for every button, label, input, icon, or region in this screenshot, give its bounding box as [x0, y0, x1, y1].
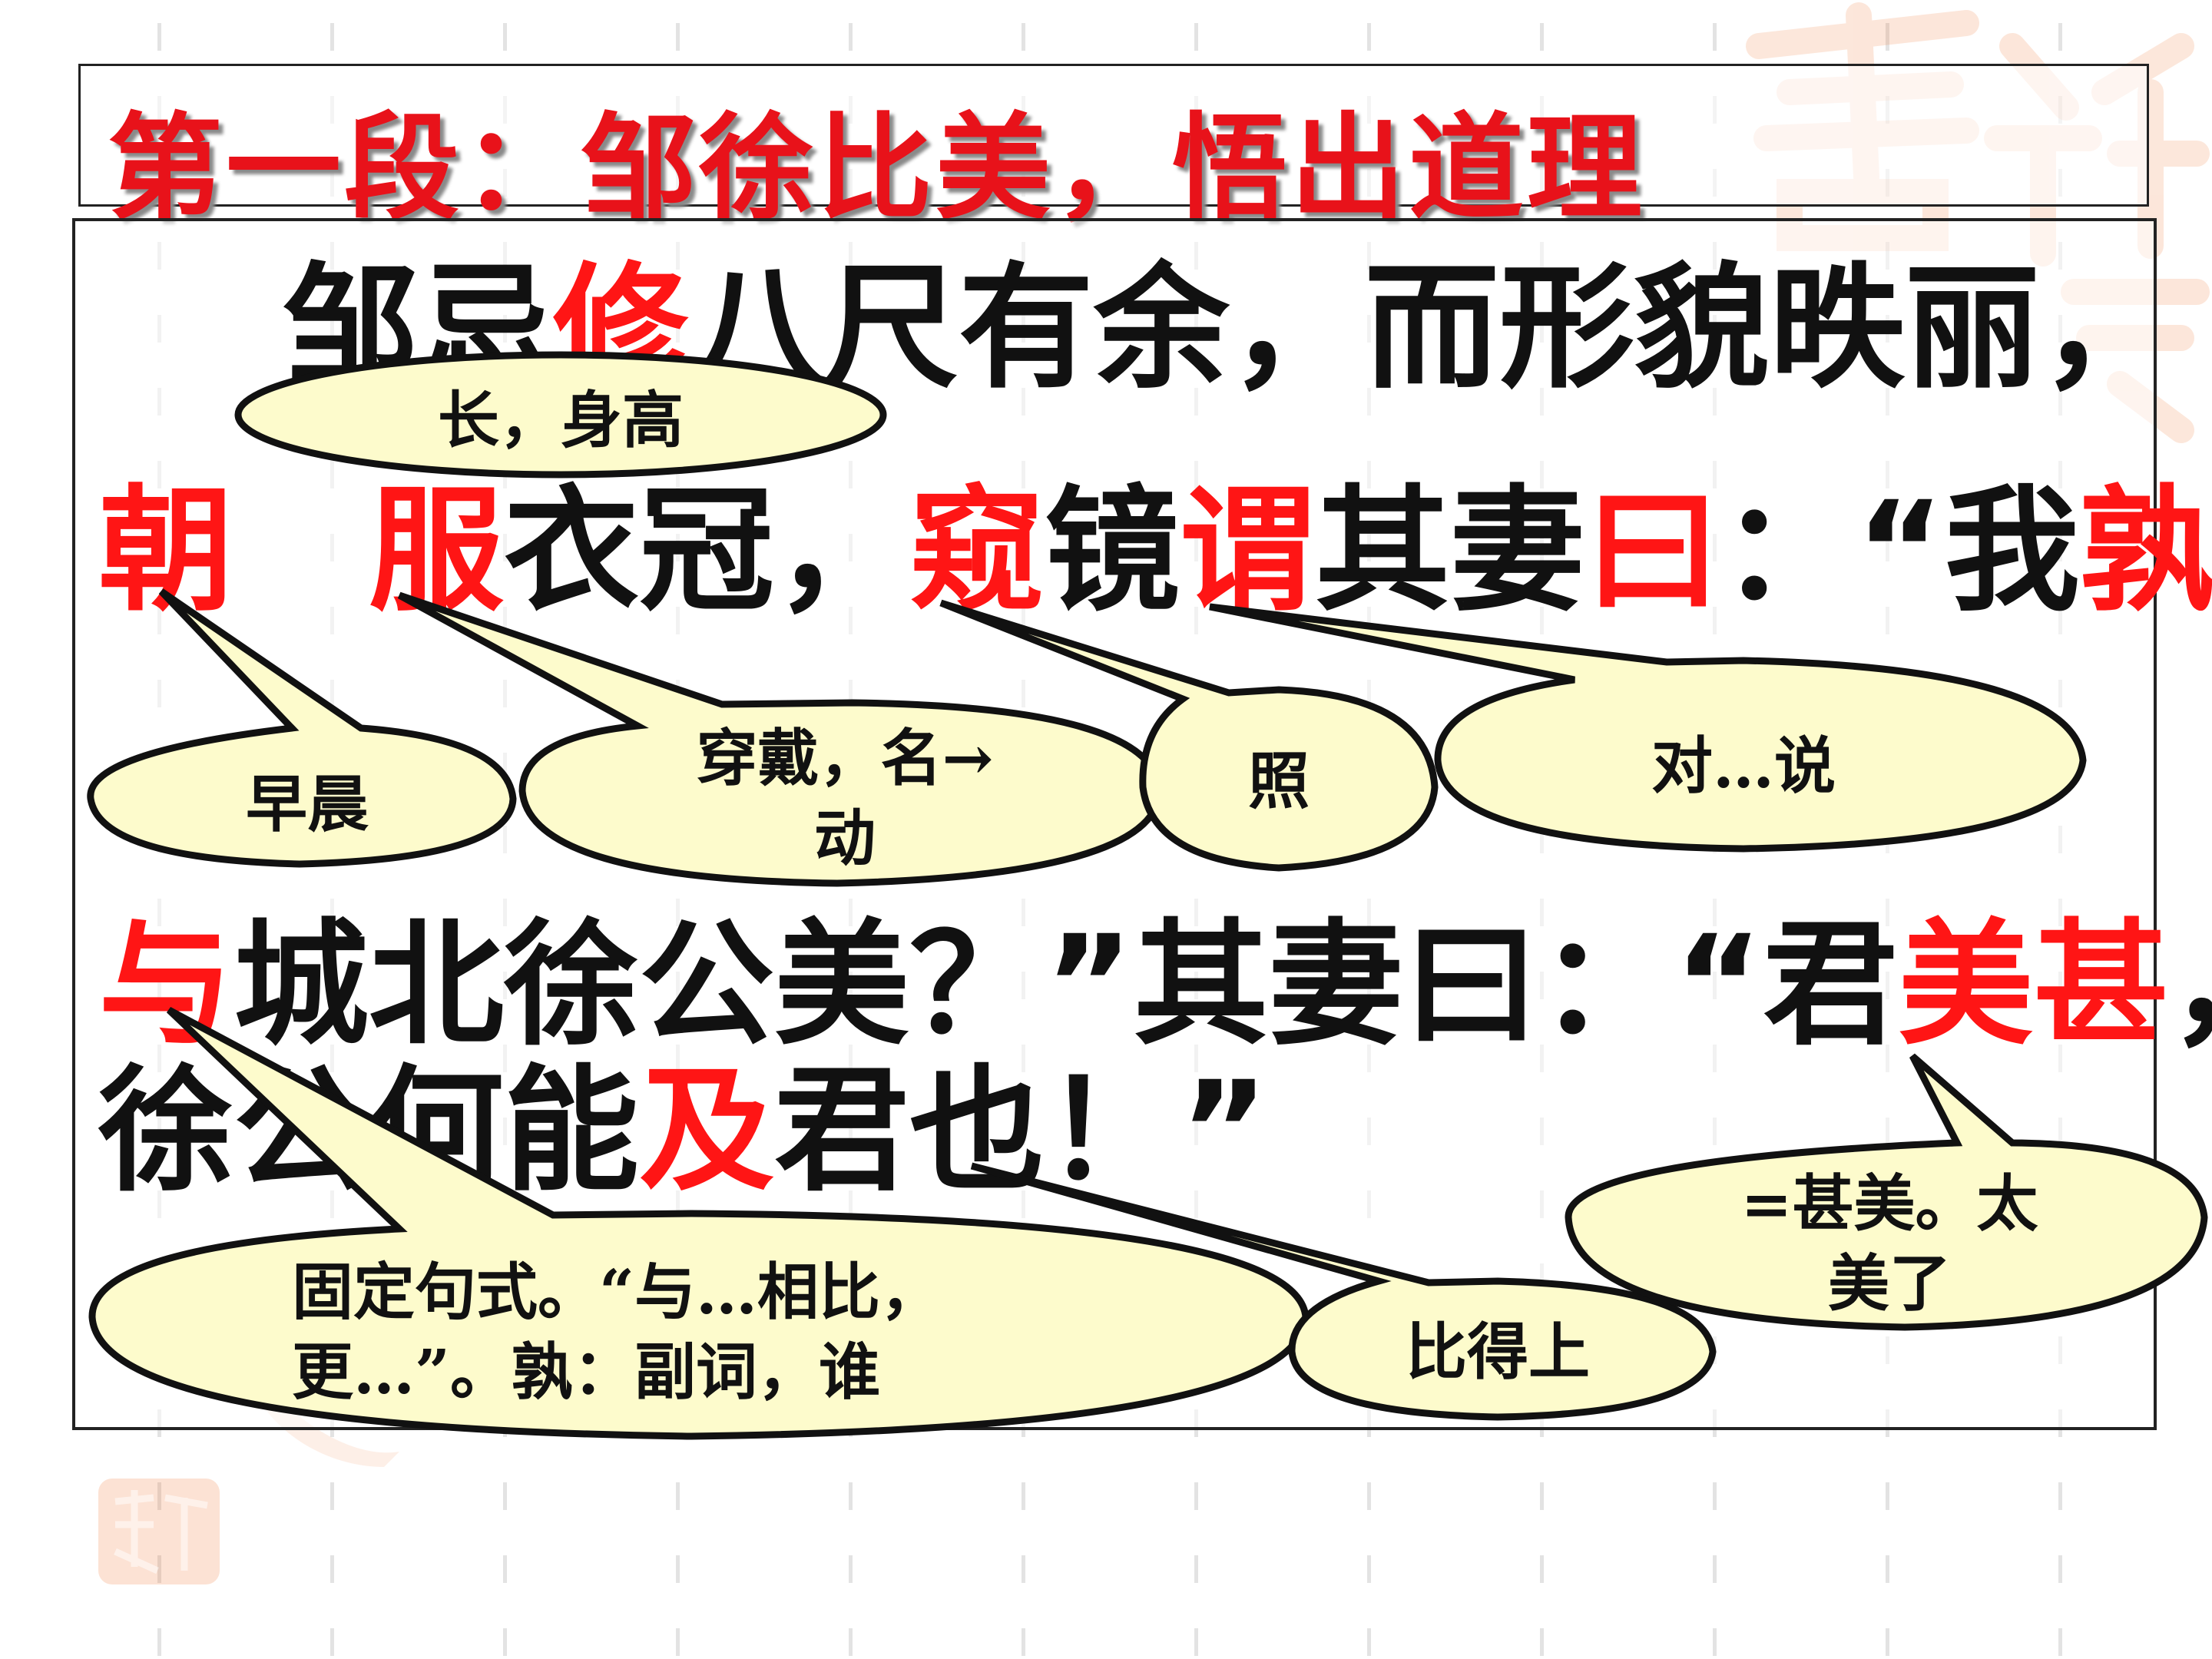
- grid-dash: [1022, 23, 1025, 51]
- grid-dash: [1367, 1628, 1371, 1656]
- highlighted-word-line2-2: 服: [369, 472, 505, 630]
- grid-dash: [1540, 1555, 1544, 1583]
- grid-dash: [1022, 1482, 1025, 1510]
- grid-dash: [849, 1555, 853, 1583]
- callout-xiu: [234, 351, 887, 478]
- grid-dash: [1194, 23, 1198, 51]
- passage-line-2: 朝 服衣冠，窥镜谓其妻曰：“我孰: [98, 484, 2212, 619]
- grid-dash: [1886, 23, 1889, 51]
- grid-dash: [157, 1555, 161, 1583]
- grid-dash: [676, 1628, 680, 1656]
- grid-dash: [1886, 1482, 1889, 1510]
- grid-dash: [2058, 1555, 2062, 1583]
- grid-dash: [330, 1555, 334, 1583]
- note-meishen-line1: =甚美。太: [1740, 1167, 2038, 1240]
- callout-wei: [1209, 603, 2087, 853]
- grid-dash: [1022, 1555, 1025, 1583]
- grid-dash: [1713, 23, 1717, 51]
- grid-dash: [1194, 1555, 1198, 1583]
- grid-dash: [1713, 1555, 1717, 1583]
- highlighted-word-line4-1: 及: [639, 1052, 775, 1210]
- passage-text-line1-2: 八尺有余，而形貌昳丽，: [688, 250, 2176, 407]
- grid-dash: [1886, 1628, 1889, 1656]
- grid-dash: [1194, 1482, 1198, 1510]
- grid-dash: [2058, 1628, 2062, 1656]
- note-xiu: 长，身高: [438, 384, 684, 456]
- grid-dash: [330, 1628, 334, 1656]
- callout-meishen: [1565, 1053, 2208, 1331]
- grid-dash: [503, 23, 507, 51]
- grid-dash: [1367, 1555, 1371, 1583]
- passage-text-line2-9: ：“我: [1720, 472, 2080, 630]
- passage-text-line3-1: 城北徐公美？”其妻曰：“君: [233, 906, 1899, 1064]
- note-yu-line1: 固定句式。“与…相比，: [292, 1256, 942, 1328]
- note-yu-line2: 更…”。孰：副词，谁: [292, 1336, 881, 1408]
- highlighted-word-line2-10: 孰: [2079, 472, 2212, 630]
- passage-text-line2-7: 其妻: [1315, 472, 1586, 630]
- grid-dash: [1540, 23, 1544, 51]
- grid-dash: [503, 1628, 507, 1656]
- note-fu-line1: 穿戴，名→: [696, 722, 994, 794]
- note-wei: 对…说: [1651, 730, 1836, 802]
- note-meishen: =甚美。太 美了: [1690, 1164, 2089, 1323]
- page-title: 第一段：邹徐比美，悟出道理: [108, 102, 1646, 236]
- title-box: [78, 64, 2149, 207]
- passage-text-line3-3: ，: [2168, 906, 2212, 1064]
- grid-dash: [1713, 1628, 1717, 1656]
- passage-line-1: 邹忌修八尺有余，而形貌昳丽，: [283, 261, 2175, 396]
- grid-dash: [157, 1628, 161, 1656]
- grid-dash: [157, 1482, 161, 1510]
- note-ji: 比得上: [1406, 1316, 1590, 1388]
- grid-dash: [849, 1482, 853, 1510]
- grid-dash: [1367, 1482, 1371, 1510]
- grid-dash: [1194, 1628, 1198, 1656]
- note-yu: 固定句式。“与…相比， 更…”。孰：副词，谁: [292, 1252, 1137, 1412]
- grid-dash: [503, 1555, 507, 1583]
- highlighted-word-line2-6: 谓: [1180, 472, 1316, 630]
- callout-fu: [397, 591, 1164, 887]
- callout-yu: [88, 1007, 1310, 1440]
- grid-dash: [849, 23, 853, 51]
- grid-dash: [676, 23, 680, 51]
- grid-dash: [1540, 1482, 1544, 1510]
- callout-ji: [970, 1162, 1717, 1421]
- callout-zhao: [87, 588, 517, 868]
- grid-dash: [1713, 1482, 1717, 1510]
- passage-text-line2-3: 衣冠，: [504, 472, 910, 630]
- note-fu-line2: 动: [814, 802, 876, 874]
- note-zhao: 早晨: [246, 768, 369, 840]
- grid-dash: [2058, 1482, 2062, 1510]
- passage-text-line2-5: 镜: [1045, 472, 1181, 630]
- grid-dash: [503, 1482, 507, 1510]
- note-meishen-line2: 美了: [1828, 1247, 1951, 1320]
- passage-line-3: 与城北徐公美？”其妻曰：“君美甚，: [98, 918, 2212, 1053]
- grid-dash: [1022, 1628, 1025, 1656]
- grid-dash: [330, 1482, 334, 1510]
- highlighted-word-line2-4: 窥: [909, 472, 1045, 630]
- note-kui: 照: [1248, 745, 1310, 817]
- grid-dash: [1886, 1555, 1889, 1583]
- grid-dash: [330, 23, 334, 51]
- grid-dash: [1367, 23, 1371, 51]
- grid-dash: [676, 1555, 680, 1583]
- grid-dash: [2058, 23, 2062, 51]
- note-fu: 穿戴，名→ 动: [630, 718, 1060, 878]
- grid-dash: [1540, 1628, 1544, 1656]
- highlighted-word-line3-2: 美甚: [1898, 906, 2169, 1064]
- grid-dash: [676, 1482, 680, 1510]
- callout-kui: [939, 599, 1439, 872]
- highlighted-word-line2-8: 曰: [1585, 472, 1721, 630]
- grid-dash: [849, 1628, 853, 1656]
- grid-dash: [157, 23, 161, 51]
